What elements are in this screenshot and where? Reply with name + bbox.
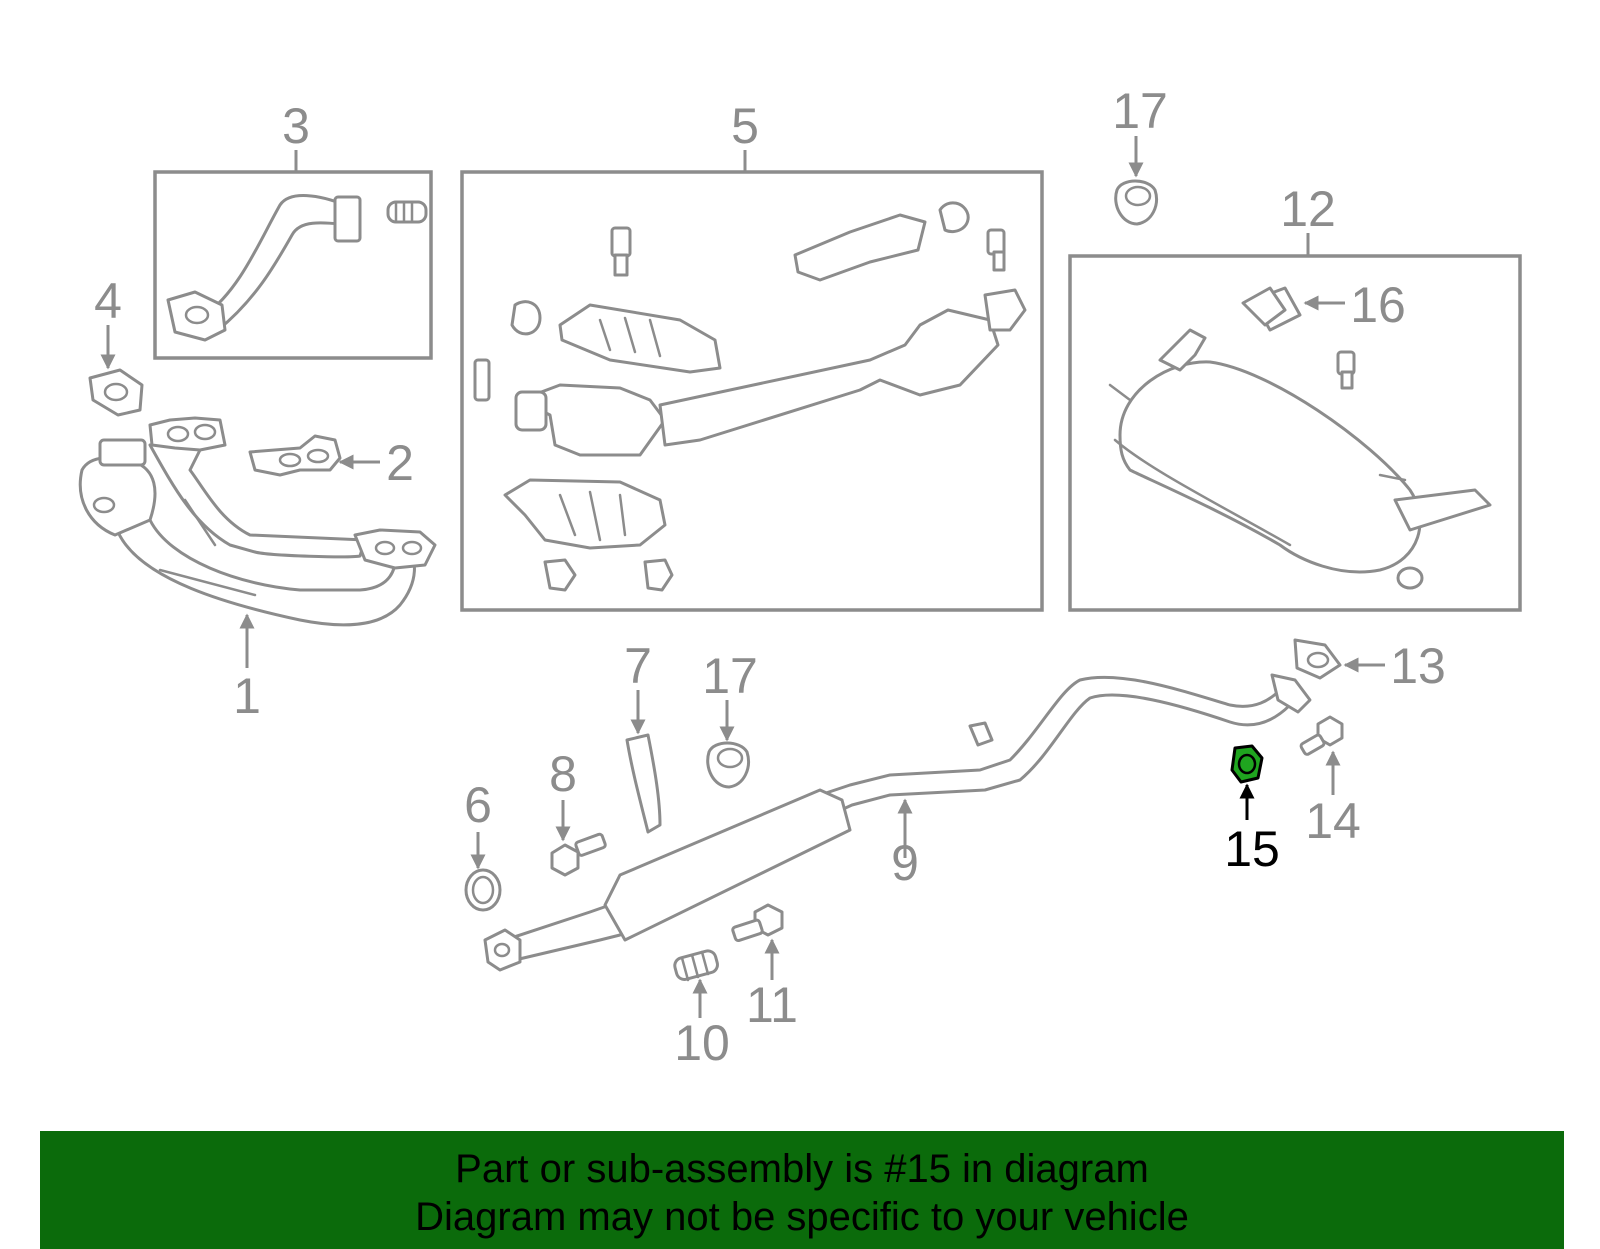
callout-6: 6 — [464, 777, 492, 833]
callout-1: 1 — [233, 668, 261, 724]
part-11-bolt — [731, 903, 784, 943]
banner-line-1: Part or sub-assembly is #15 in diagram — [455, 1147, 1149, 1191]
part-10-spring — [673, 949, 719, 982]
callout-14: 14 — [1305, 793, 1361, 849]
callout-3: 3 — [282, 98, 310, 154]
info-banner: Part or sub-assembly is #15 in diagram D… — [40, 1131, 1564, 1249]
callout-7: 7 — [624, 638, 652, 694]
callout-4: 4 — [94, 273, 122, 329]
part-1-exhaust-manifold — [78, 416, 437, 627]
part-6-gasket-ring — [464, 868, 502, 912]
banner-line-2: Diagram may not be specific to your vehi… — [415, 1195, 1189, 1239]
part-14-bolt — [1299, 715, 1344, 756]
part-9-center-pipe — [483, 673, 1312, 972]
callout-10: 10 — [674, 1015, 730, 1071]
part-2-gasket — [248, 434, 342, 477]
callout-17-middle: 17 — [702, 648, 758, 704]
callout-17-top: 17 — [1112, 83, 1168, 139]
callout-15: 15 — [1224, 821, 1280, 877]
part-4-gasket — [88, 368, 144, 417]
group-box-12 — [1068, 254, 1522, 612]
callout-8: 8 — [549, 746, 577, 802]
callout-2: 2 — [386, 435, 414, 491]
callout-5: 5 — [731, 98, 759, 154]
callout-9: 9 — [891, 835, 919, 891]
part-13-gasket — [1293, 638, 1342, 680]
group-box-5 — [460, 170, 1044, 612]
part-17-rubber-hanger-top — [1114, 179, 1158, 226]
callout-16: 16 — [1350, 277, 1406, 333]
part-12-muffler-assembly — [1108, 286, 1492, 590]
part-15-nut-highlighted[interactable] — [1230, 744, 1264, 784]
group-box-3 — [153, 170, 433, 360]
part-8-bolt — [550, 832, 607, 877]
callout-12: 12 — [1280, 181, 1336, 237]
part-7-bracket — [625, 733, 662, 834]
callout-11: 11 — [746, 977, 798, 1033]
callout-13: 13 — [1390, 638, 1446, 694]
part-17-rubber-hanger-middle — [706, 741, 750, 789]
part-16-rubber-mount — [1241, 286, 1287, 327]
part-3-pipe-assembly — [166, 194, 428, 342]
part-5-catalytic-converter-assembly — [473, 201, 1027, 592]
